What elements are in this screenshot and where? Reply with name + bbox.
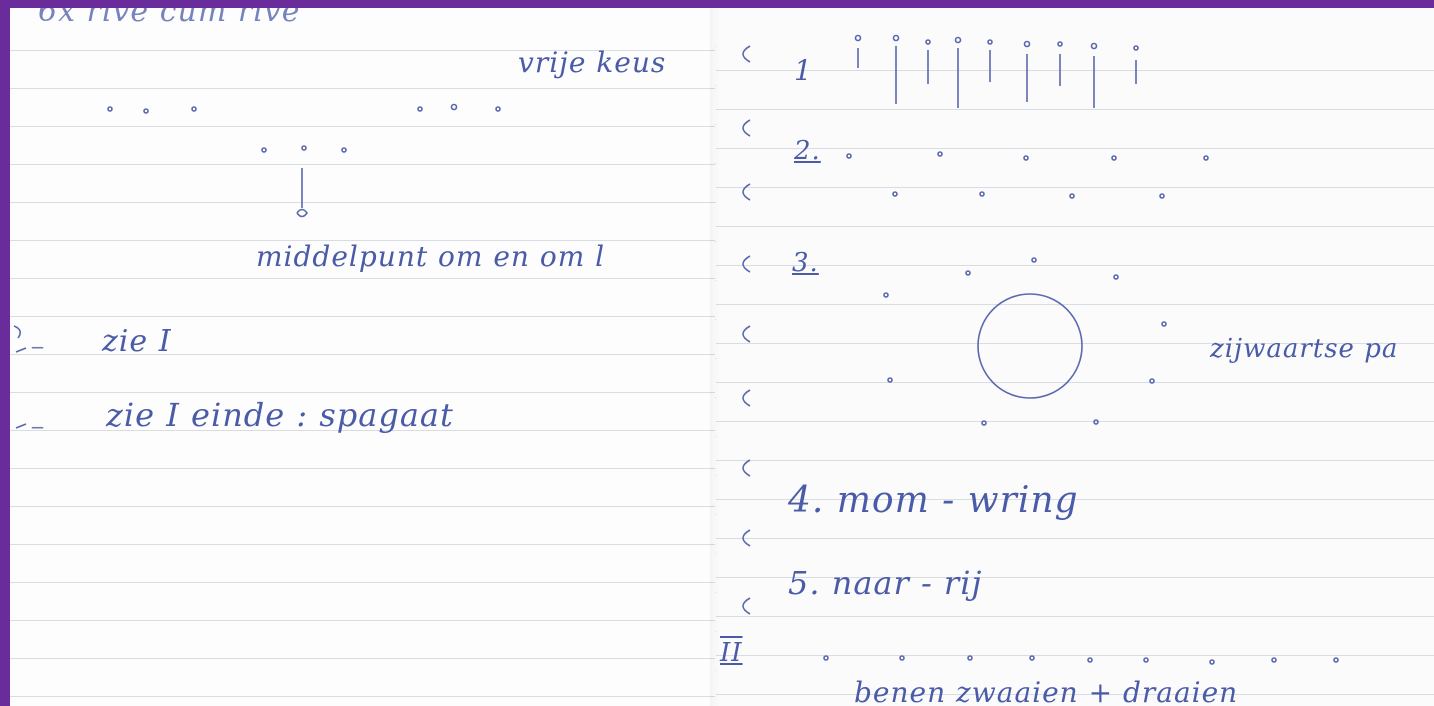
item-4-mom-wring: 4. mom - wring [788,480,1079,521]
binder-ring [742,389,751,407]
page-edge-mark [15,347,27,353]
page-spine [710,8,720,706]
binder-ring [742,119,751,137]
see-section-one: zie I [102,324,172,359]
left-formation-sketch [13,103,501,429]
right-page: 1 2. 3. zijwaartse pa 4. mom - wring 5. … [716,8,1434,706]
margin-marker: _ [32,324,43,349]
see-section-one-end-split: zie I einde : spagaat [106,396,454,434]
binder-ring [742,255,751,273]
dancer-dot [450,103,458,111]
dancer-dot [261,147,267,153]
margin-marker: _ [32,404,43,429]
page-edge-mark [13,325,22,339]
left-page: 6x rive cum rive vrije keus middelpunt o… [10,8,715,706]
center-point-note: middelpunt om en om l [256,240,606,273]
dancer-dot [417,106,423,112]
formation-1 [854,34,1139,108]
item-2-number: 2. [794,136,821,166]
dancer-dot [301,145,307,151]
binder-ring [742,529,751,547]
side-step-note: zijwaartse pa [1210,334,1399,364]
formation-2 [846,151,1209,199]
binder-ring [742,459,751,477]
item-5-naar-rij: 5. naar - rij [788,564,983,602]
notebook-spread: 6x rive cum rive vrije keus middelpunt o… [10,8,1434,706]
dancer-dot [495,106,501,112]
free-choice-note: vrije keus [518,46,667,79]
binder-ring [742,45,751,63]
top-line-text: 6x rive cum rive [38,8,301,29]
page-edge-mark [15,423,27,429]
pointer-tip [296,208,308,218]
section-two-number: II [720,638,743,668]
item-1-number: 1 [794,54,813,87]
item-3-number: 3. [792,248,819,278]
dancer-dot [107,106,113,112]
dancer-dot [191,106,197,112]
dancer-dot [143,108,149,114]
binder-ring [742,597,751,615]
binder-ring [742,183,751,201]
right-formation-sketches [742,34,1339,665]
formation-section-2 [823,655,1339,665]
center-circle [977,293,1083,399]
binder-ring [742,325,751,343]
legs-swing-turn-note: benen zwaaien + draaien [854,676,1239,706]
dancer-dot [341,147,347,153]
formation-3 [883,257,1167,426]
